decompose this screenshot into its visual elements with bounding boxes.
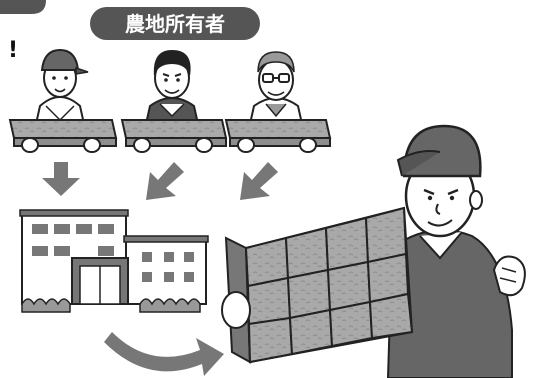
- tray-icon: [8, 119, 118, 153]
- curved-arrow-icon: [104, 332, 224, 376]
- farmer-icon: [386, 124, 526, 378]
- farmer-icon: [34, 48, 89, 125]
- arrow-down-icon: [146, 162, 184, 200]
- arrow-down-icon: [42, 162, 80, 196]
- farmer-icon: [144, 50, 200, 125]
- tray-icon: [224, 119, 332, 153]
- corner-pill-fragment: [0, 0, 46, 14]
- owners-pill: 農地所有者: [90, 7, 260, 40]
- farmer-icon: [248, 51, 304, 125]
- arrow-down-icon: [240, 162, 278, 200]
- owners-label: 農地所有者: [125, 12, 225, 36]
- tray-icon: [120, 119, 228, 153]
- tray-icon: [221, 206, 414, 364]
- exclamation-mark: !: [8, 38, 18, 63]
- office-building-icon: [19, 209, 209, 313]
